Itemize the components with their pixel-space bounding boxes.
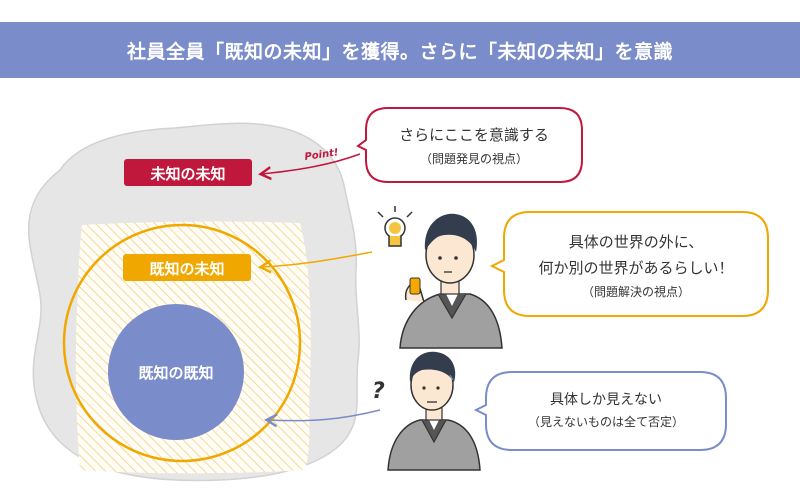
known-unknown-label-box (123, 254, 251, 281)
bubble-bottom-line2: （見えないものは全て否定） (528, 414, 684, 429)
bubble-middle-line1: 具体の世界の外に、 (569, 233, 704, 251)
arrow-to-known-known (268, 409, 381, 421)
bubble-bottom-line1: 具体しか見えない (550, 392, 662, 408)
speech-bubble-top (356, 107, 583, 183)
arrow-to-unknown-unknown (262, 153, 361, 174)
known-known-label: 既知の既知 (138, 364, 213, 382)
point-label: Point! (304, 147, 339, 163)
lightbulb-icon (377, 206, 413, 247)
known-unknown-circle (62, 223, 302, 463)
bubble-middle-line3: （問題解決の視点） (582, 284, 690, 299)
arrow-to-known-unknown (262, 251, 373, 267)
bubble-top-line1: さらにここを意識する (399, 126, 549, 144)
unknown-unknown-label: 未知の未知 (149, 165, 225, 183)
known-unknown-label: 既知の未知 (149, 260, 224, 278)
speech-bubble-bottom (473, 371, 727, 451)
bubble-middle-line2: 何か別の世界があるらしい！ (538, 259, 733, 277)
person-confused-icon (387, 351, 481, 471)
speech-bubble-middle (489, 211, 769, 317)
question-mark: ? (372, 379, 385, 404)
unknown-unknown-label-box (124, 159, 252, 186)
person-thinking-icon (399, 213, 503, 349)
page-title: 社員全員「既知の未知」を獲得。さらに「未知の未知」を意識 (0, 22, 800, 78)
bubble-top-line2: （問題発見の視点） (420, 151, 528, 166)
known-known-circle (108, 304, 244, 440)
